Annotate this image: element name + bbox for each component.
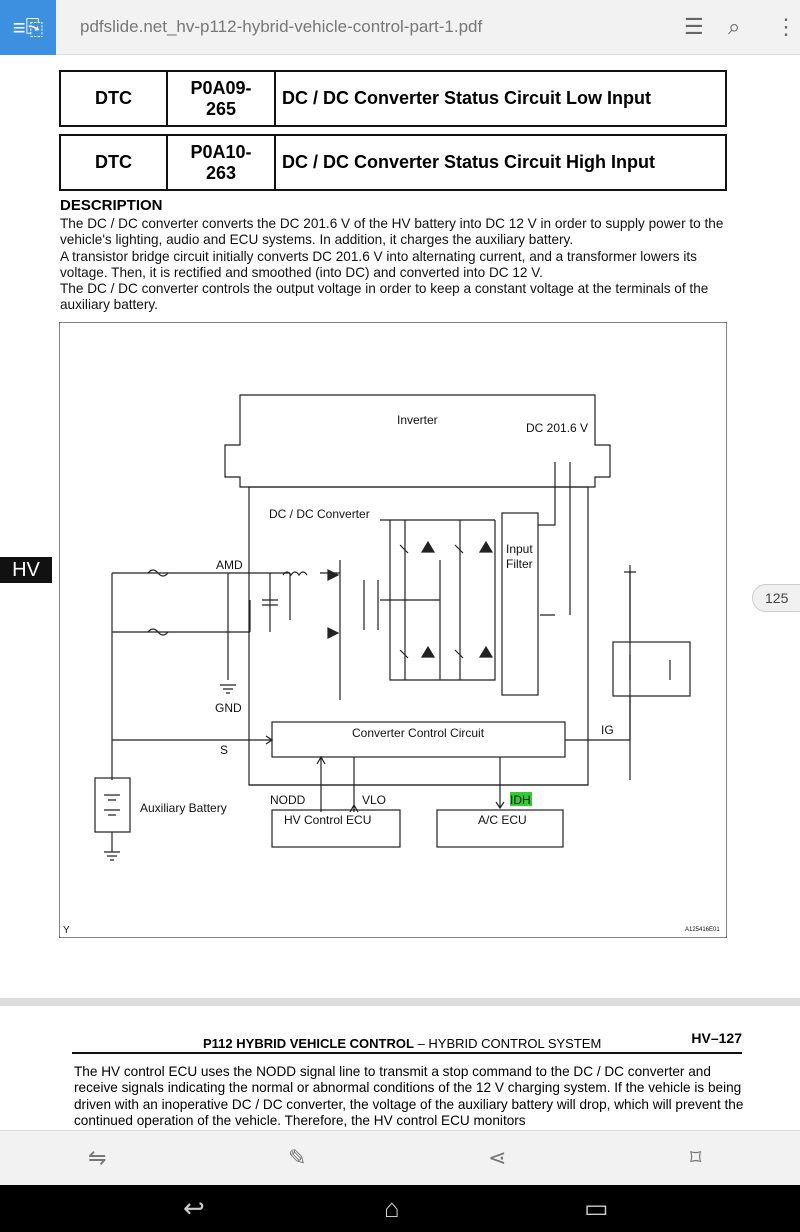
bookmark-icon[interactable]: ⌑ (690, 1145, 702, 1170)
search-icon[interactable]: ⌕ (728, 14, 741, 39)
label-dc-voltage: DC 201.6 V (526, 421, 588, 435)
dtc-table-1: DTC P0A09-265 DC / DC Converter Status C… (59, 70, 727, 127)
label-inverter: Inverter (397, 413, 438, 427)
dtc-code: P0A10-263 (166, 134, 276, 191)
dtc-code: P0A09-265 (166, 70, 276, 127)
ac-ecu-box (436, 809, 564, 848)
page-separator (0, 998, 800, 1006)
label-ac-ecu: A/C ECU (478, 813, 527, 827)
home-icon[interactable]: ⌂ (384, 1193, 400, 1223)
label-vlo: VLO (362, 793, 386, 807)
label-corner: Y (63, 925, 70, 936)
fit-icon[interactable]: ⇋ (88, 1145, 107, 1170)
label-control: Converter Control Circuit (352, 726, 485, 740)
dtc-label: DTC (59, 134, 168, 191)
dtc-label: DTC (59, 70, 168, 127)
document-title: pdfslide.net_hv-p112-hybrid-vehicle-cont… (80, 17, 483, 36)
hv-ecu-box (271, 809, 401, 848)
list-icon[interactable]: ☰ (684, 14, 704, 39)
bottom-toolbar: ⇋ ✎ ⋖ ⌑ (0, 1130, 800, 1185)
dtc-table-2: DTC P0A10-263 DC / DC Converter Status C… (59, 134, 727, 191)
inverter-box (224, 394, 611, 488)
label-idh: IDH (510, 793, 531, 807)
label-s: S (220, 743, 228, 757)
comment-icon[interactable]: ✎ (288, 1145, 307, 1170)
aux-battery-box (94, 777, 131, 833)
android-nav-bar: ↩ ⌂ ▭ (0, 1185, 800, 1232)
figure-id: A125416E01 (685, 927, 720, 933)
label-filter: Filter (506, 557, 533, 571)
recents-icon[interactable]: ▭ (584, 1193, 609, 1223)
back-icon[interactable]: ↩ (183, 1193, 205, 1223)
page2-header: P112 HYBRID VEHICLE CONTROL – HYBRID CON… (72, 1030, 742, 1054)
label-ig: IG (601, 723, 614, 737)
input-filter-box (501, 512, 539, 696)
hv-section-tab: HV (0, 557, 52, 583)
page-number-badge[interactable]: 125 (752, 584, 800, 612)
menu-doc-icon[interactable]: ≡⎘ (0, 0, 56, 55)
page2-text: The HV control ECU uses the NODD signal … (74, 1064, 744, 1128)
label-converter: DC / DC Converter (269, 507, 370, 521)
label-battery: Auxiliary Battery (140, 801, 227, 815)
dtc-desc: DC / DC Converter Status Circuit Low Inp… (274, 70, 727, 127)
page2-number: HV–127 (691, 1030, 742, 1046)
dc-dc-converter-box (248, 486, 589, 786)
more-icon[interactable]: ⋮ (775, 14, 797, 39)
relay-box (612, 641, 691, 697)
label-amd: AMD (216, 558, 243, 572)
label-hv-ecu: HV Control ECU (284, 813, 371, 827)
dtc-desc: DC / DC Converter Status Circuit High In… (274, 134, 727, 191)
description-heading: DESCRIPTION (60, 197, 163, 214)
toolbar: ≡⎘ pdfslide.net_hv-p112-hybrid-vehicle-c… (0, 0, 800, 55)
description-text: The DC / DC converter converts the DC 20… (60, 216, 724, 313)
label-gnd: GND (215, 701, 242, 715)
share-icon[interactable]: ⋖ (488, 1145, 507, 1170)
label-nodd: NODD (270, 793, 306, 807)
circuit-diagram: Inverter DC 201.6 V DC / DC Converter In… (59, 322, 727, 938)
label-input: Input (506, 542, 533, 556)
